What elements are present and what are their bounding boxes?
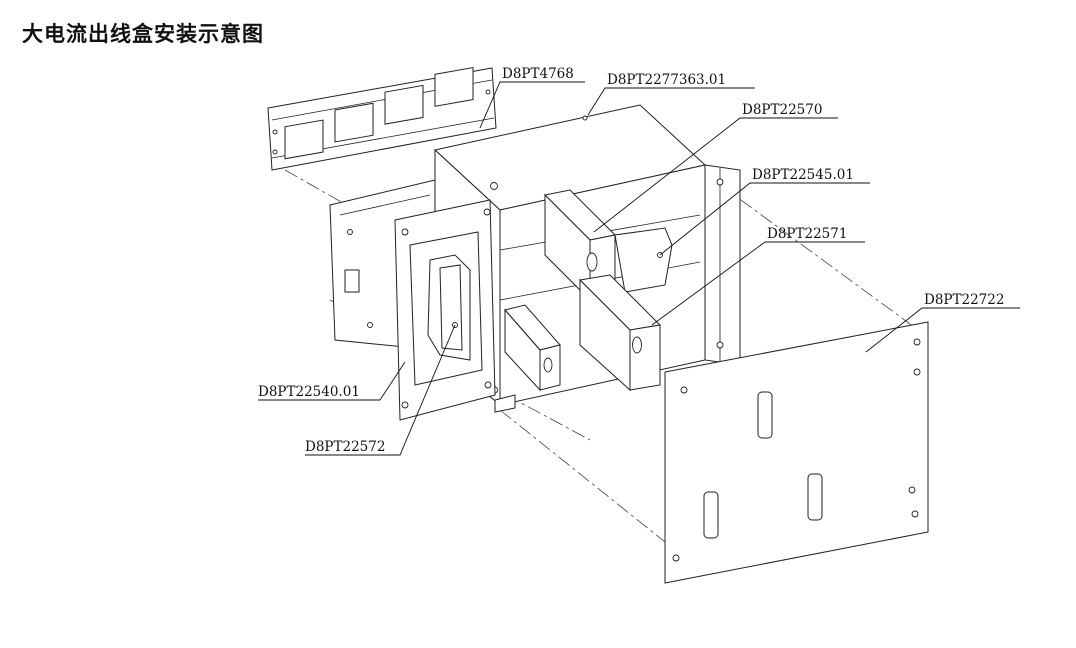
label-text: D8PT22722 (924, 292, 1004, 308)
label-text: D8PT4768 (502, 66, 574, 82)
connector-plate (427, 254, 471, 361)
label-text: D8PT22572 (305, 439, 385, 455)
label-p5: D8PT22571 (651, 226, 865, 326)
page-title: 大电流出线盒安装示意图 (22, 22, 264, 46)
label-p8: D8PT22572 (305, 324, 456, 456)
label-p6: D8PT22722 (865, 292, 1020, 353)
label-p1: D8PT4768 (479, 66, 585, 129)
label-text: D8PT22545.01 (752, 167, 854, 183)
label-p7: D8PT22540.01 (258, 361, 406, 401)
label-text: D8PT22570 (742, 102, 822, 118)
cover-plate (664, 321, 929, 584)
label-p3: D8PT22570 (593, 102, 838, 233)
terminal-strip (267, 67, 497, 171)
busbar-lower (504, 274, 662, 392)
label-text: D8PT22571 (767, 226, 847, 242)
label-p2: D8PT2277363.01 (587, 72, 755, 116)
busbar-upper (543, 189, 673, 302)
label-text: D8PT2277363.01 (607, 72, 726, 88)
label-p4: D8PT22545.01 (659, 167, 870, 256)
label-text: D8PT22540.01 (258, 384, 360, 400)
